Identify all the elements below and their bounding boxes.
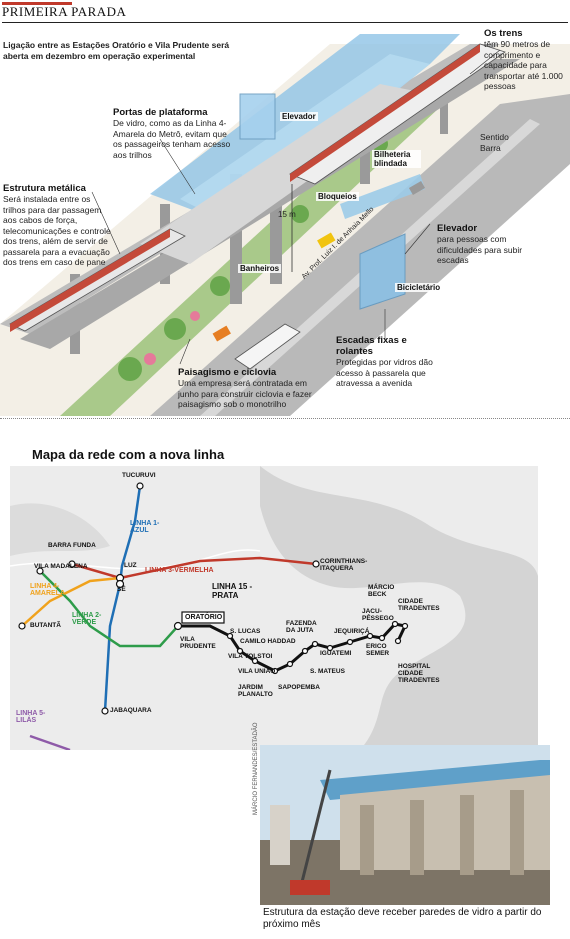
line-label-lilas: LINHA 5-LILÁS: [16, 710, 46, 724]
station-erico-semer: ERICO SEMER: [366, 643, 390, 657]
label-bloqueios: Bloqueios: [316, 192, 359, 201]
station-jacu-pessego: JACU-PÊSSEGO: [362, 608, 394, 622]
station-vila-tolstoi: VILA TOLSTOI: [228, 653, 273, 660]
annotation-paisagismo-text: Uma empresa será contratada em junho par…: [178, 378, 312, 409]
station-sapopemba: SAPOPEMBA: [278, 684, 320, 691]
line-label-prata: LINHA 15 - PRATA: [212, 582, 253, 600]
station-vila-uniao: VILA UNIÃO: [238, 668, 276, 675]
station-vila-madalena: VILA MADALENA: [34, 563, 88, 570]
station-s-lucas: S. LUCAS: [230, 628, 261, 635]
station-marcio-beck: MÁRCIO BECK: [368, 584, 395, 598]
line-15-prata: [178, 622, 408, 673]
annotation-portas: Portas de plataforma De vidro, como as d…: [113, 107, 233, 160]
annotation-trens-text: têm 90 metros de comprimento e capacidad…: [484, 39, 563, 91]
station-iguatemi: IGUATEMI: [320, 650, 352, 657]
label-bicicletario: Bicicletário: [395, 283, 443, 292]
annotation-estrutura-text: Será instalada entre os trilhos para dar…: [3, 194, 111, 267]
section-divider: [0, 418, 570, 419]
station-jequirica: JEQUIRIÇÁ: [334, 628, 370, 635]
annotation-paisagismo-title: Paisagismo e ciclovia: [178, 367, 277, 378]
annotation-portas-text: De vidro, como as da Linha 4-Amarela do …: [113, 118, 231, 160]
line-4-amarela: [21, 576, 121, 627]
annotation-estrutura: Estrutura metálica Será instalada entre …: [3, 183, 111, 268]
station-vila-prudente: VILA PRUDENTE: [180, 636, 216, 650]
label-altura: 15 m: [278, 210, 296, 219]
annotation-escadas-title: Escadas fixas e rolantes: [336, 335, 407, 357]
line-3-vermelha: [71, 556, 317, 580]
station-jardim-planalto: JARDIM PLANALTO: [238, 684, 273, 698]
station-oratorio: ORATÓRIO: [185, 614, 223, 621]
annotation-escadas: Escadas fixas e rolantes Protegidas por …: [336, 335, 436, 389]
station-s-mateus: S. MATEUS: [310, 668, 345, 675]
line-label-verde: LINHA 2-VERDE: [72, 612, 102, 626]
station-cidade-tiradentes: CIDADE TIRADENTES: [398, 598, 440, 612]
station-barra-funda: BARRA FUNDA: [48, 542, 96, 549]
label-bilheteria: Bilheteria blindada: [372, 150, 421, 168]
annotation-elevador: Elevador para pessoas com dificuldades p…: [437, 223, 532, 266]
station-fazenda-da-juta: FAZENDA DA JUTA: [286, 620, 317, 634]
annotation-paisagismo: Paisagismo e ciclovia Uma empresa será c…: [178, 367, 328, 410]
station-illustration: [0, 34, 570, 416]
header-accent: [2, 2, 72, 5]
label-banheiros: Banheiros: [238, 264, 282, 273]
photo-credit: MÁRCIO FERNANDES/ESTADÃO: [253, 722, 259, 815]
network-map: [10, 466, 538, 750]
line-label-azul: LINHA 1-AZUL: [130, 520, 160, 534]
station-hospital-cidade-tiradentes: HOSPITAL CIDADE TIRADENTES: [398, 663, 440, 684]
line-2-verde: [39, 570, 179, 648]
annotation-elevador-title: Elevador: [437, 223, 478, 234]
annotation-portas-title: Portas de plataforma: [113, 107, 208, 118]
page-title: PRIMEIRA PARADA: [2, 4, 127, 19]
label-elevador: Elevador: [280, 112, 318, 121]
header-divider: [2, 22, 568, 23]
station-photo: [260, 745, 550, 905]
station-butanta: BUTANTÃ: [30, 622, 61, 629]
photo-caption: Estrutura da estação deve receber parede…: [263, 907, 542, 930]
intro-text: Ligação entre as Estações Oratório e Vil…: [3, 40, 230, 61]
station-tucuruvi: TUCURUVI: [122, 472, 156, 479]
annotation-elevador-text: para pessoas com dificuldades para subir…: [437, 234, 523, 265]
map-title: Mapa da rede com a nova linha: [32, 447, 225, 462]
annotation-trens-title: Os trens: [484, 28, 523, 39]
station-camilo-haddad: CAMILO HADDAD: [240, 638, 296, 645]
station-se: SÉ: [117, 586, 126, 593]
label-sentido: Sentido Barra: [480, 132, 509, 153]
annotation-escadas-text: Protegidas por vidros dão acesso à passa…: [336, 357, 433, 388]
line-label-vermelha: LINHA 3-VERMELHA: [145, 567, 214, 574]
station-corinthians: CORINTHIANS-ITAQUERA: [320, 558, 368, 572]
annotation-estrutura-title: Estrutura metálica: [3, 183, 86, 194]
station-jabaquara: JABAQUARA: [110, 707, 152, 714]
annotation-trens: Os trens têm 90 metros de comprimento e …: [484, 28, 568, 92]
line-5-lilas: [29, 734, 71, 750]
line-label-amarela: LINHA 4-AMARELA: [30, 583, 65, 597]
station-luz: LUZ: [124, 562, 137, 569]
